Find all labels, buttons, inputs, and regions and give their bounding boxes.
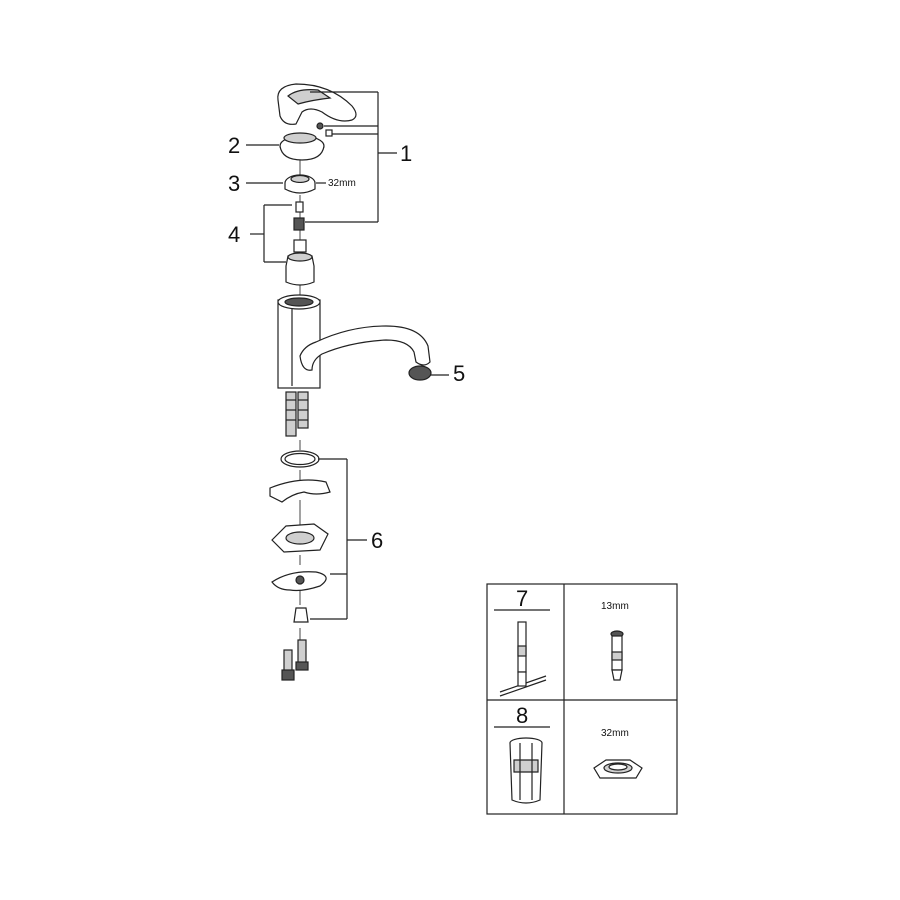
tool-table: 7 13mm 8 32mm (486, 583, 678, 815)
cartridge (285, 201, 315, 286)
cap-ring (279, 132, 325, 161)
callout-5: 5 (453, 361, 465, 386)
callout-1: 1 (400, 141, 412, 166)
nut-size-label: 32mm (328, 178, 356, 189)
tool-8-icon (509, 737, 543, 804)
faucet-body (277, 294, 432, 389)
hose-connectors (281, 639, 309, 681)
tool-8-size: 32mm (601, 728, 629, 739)
supply-hoses (285, 391, 309, 437)
tool-7-size: 13mm (601, 601, 629, 612)
bracket-lines (246, 91, 449, 620)
callout-4: 4 (228, 222, 240, 247)
lever-handle (277, 83, 357, 137)
ring-32mm-icon (593, 759, 643, 779)
tool-7-number: 7 (516, 586, 528, 611)
callout-3: 3 (228, 171, 240, 196)
tool-7-icon (499, 621, 547, 697)
cartridge-nut (284, 174, 316, 194)
socket-13mm-icon (610, 630, 624, 681)
callout-2: 2 (228, 133, 240, 158)
mounting-set (269, 450, 331, 623)
callout-6: 6 (371, 528, 383, 553)
tool-8-number: 8 (516, 703, 528, 728)
